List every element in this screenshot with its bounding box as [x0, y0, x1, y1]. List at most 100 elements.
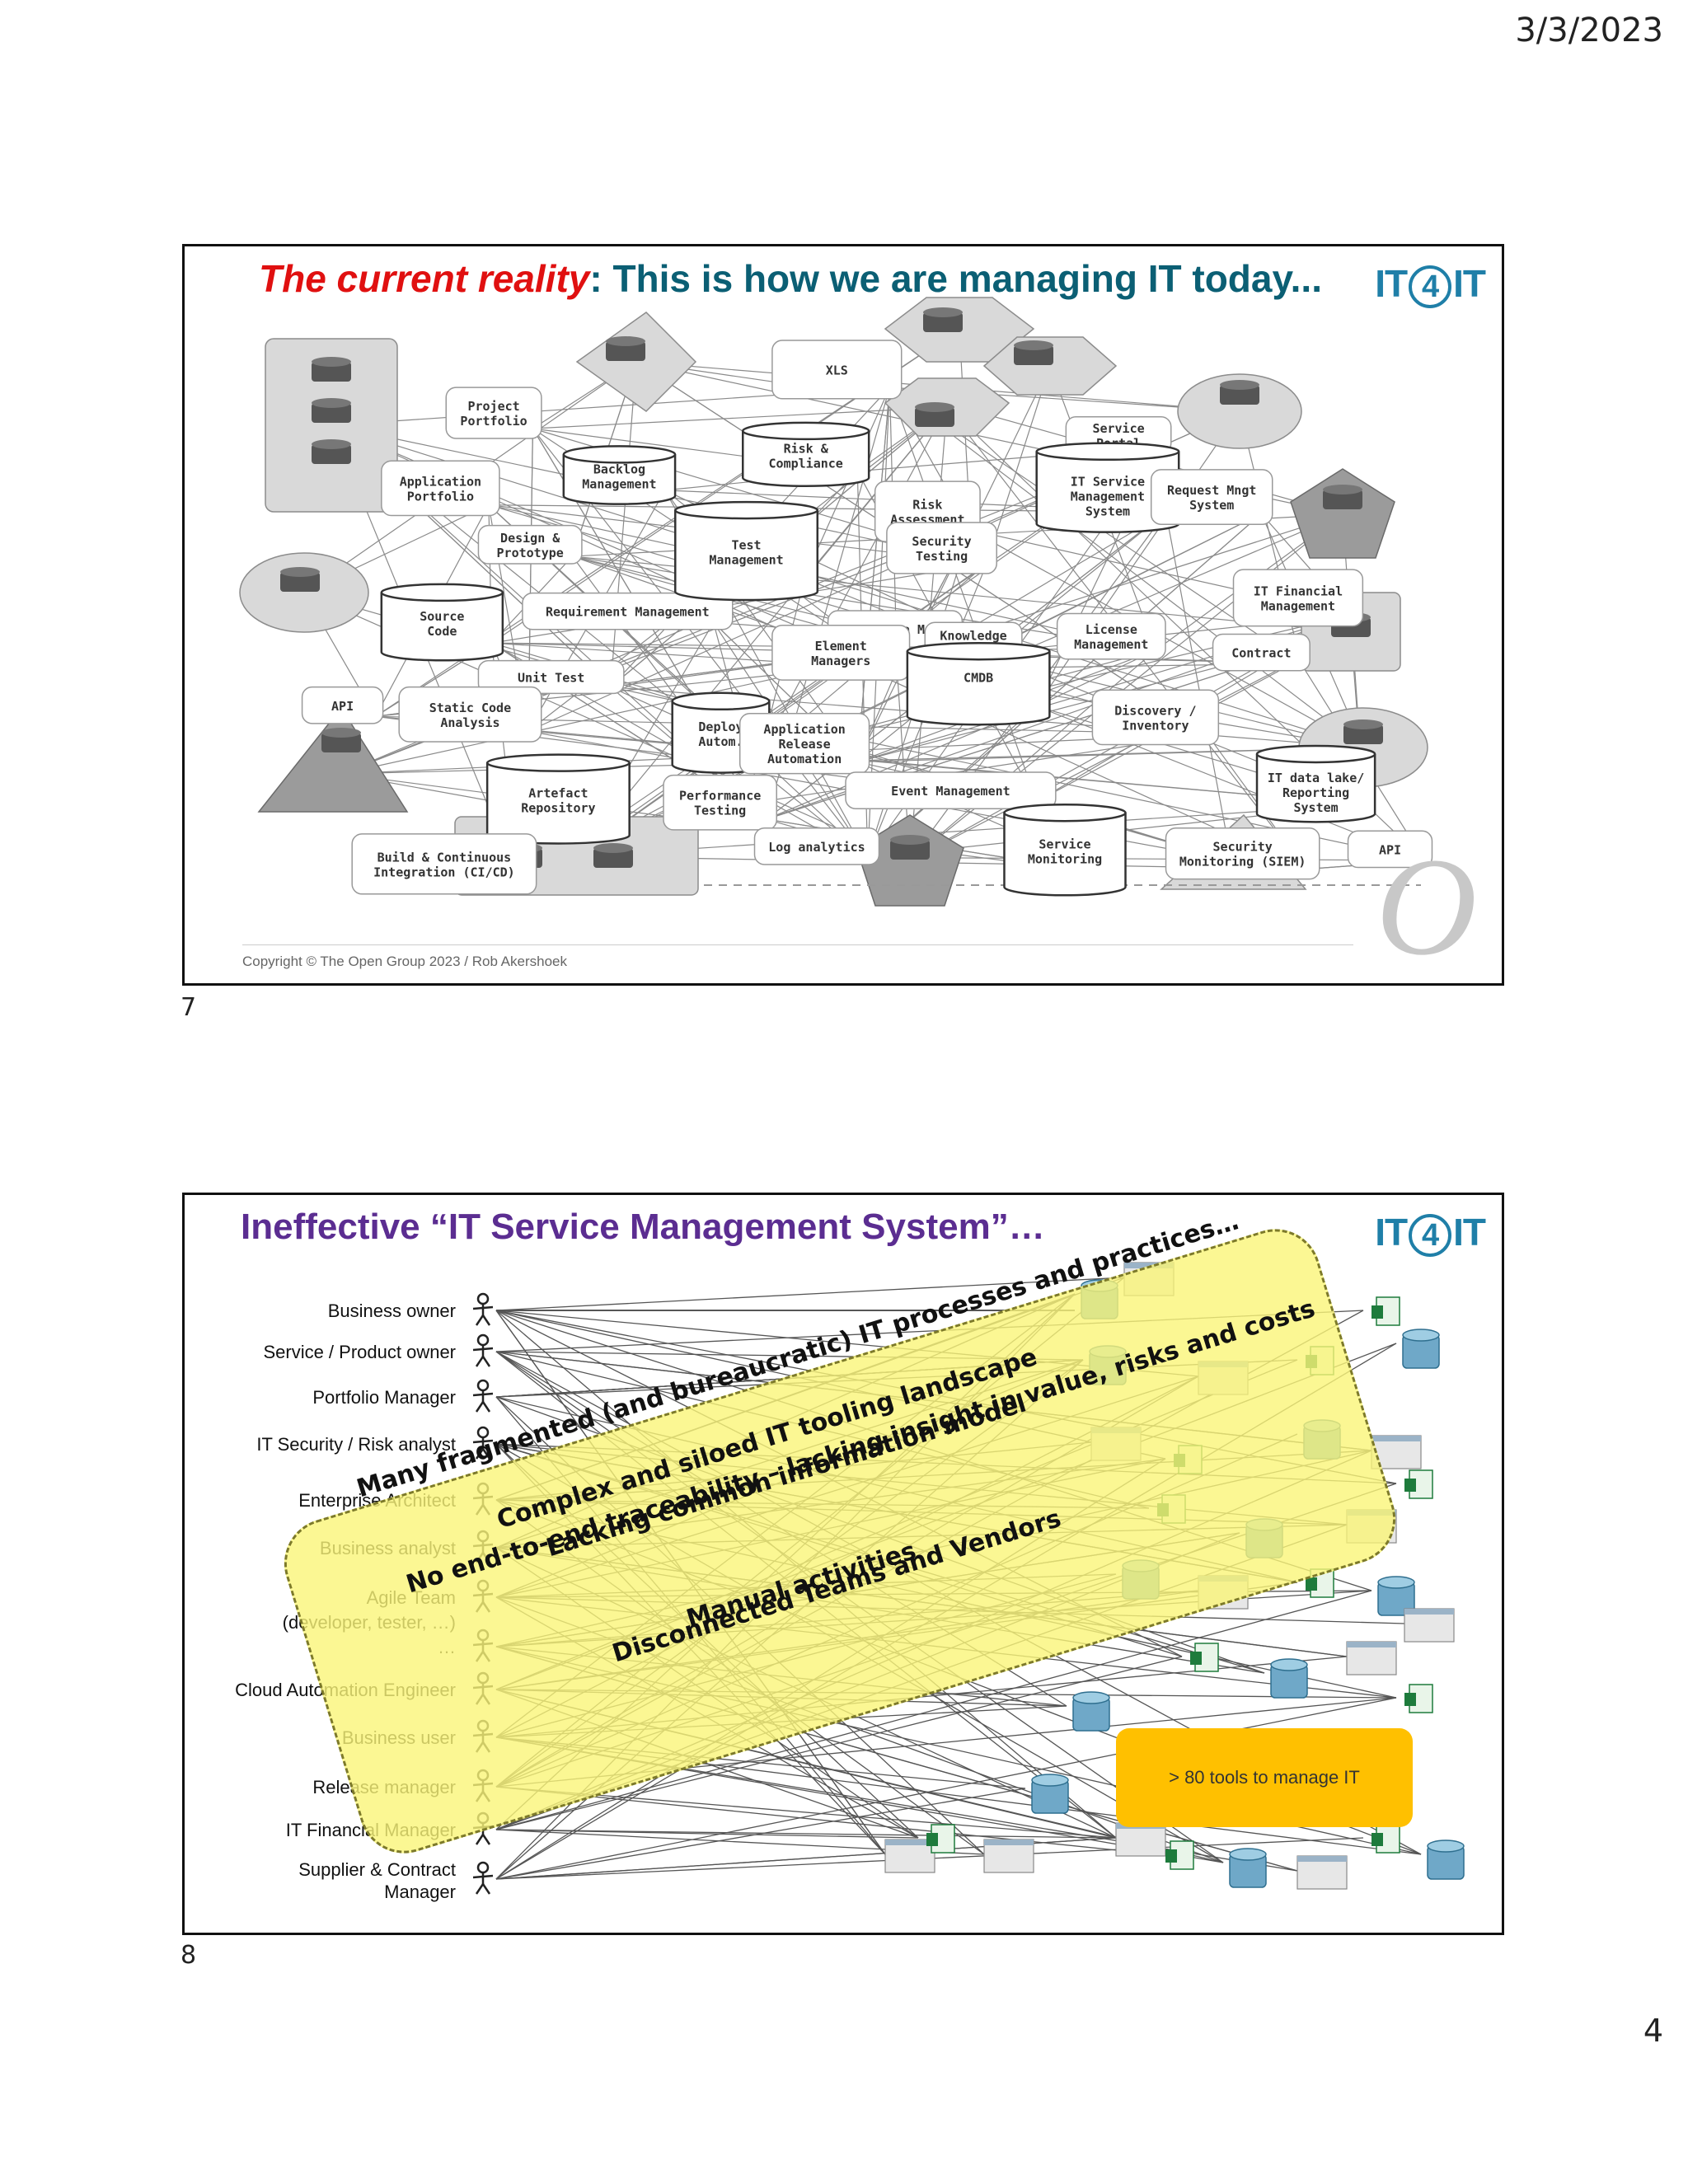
- svg-text:Integration (CI/CD): Integration (CI/CD): [373, 865, 515, 879]
- svg-text:System: System: [1189, 498, 1234, 513]
- svg-text:Static Code: Static Code: [429, 701, 511, 715]
- svg-text:Release: Release: [778, 737, 830, 752]
- node-api-right: API: [1347, 830, 1433, 869]
- title-rest: : This is how we are managing IT today..…: [589, 257, 1322, 300]
- tool-icon: [1427, 1840, 1465, 1880]
- svg-text:Management: Management: [1261, 598, 1335, 613]
- tool-icon: [1346, 1641, 1397, 1675]
- svg-text:Artefact: Artefact: [528, 786, 588, 801]
- database-icon: [1343, 719, 1383, 744]
- node-risk-compliance: Risk &Compliance: [741, 421, 870, 488]
- tool-icon: [1115, 1822, 1166, 1857]
- svg-text:Management: Management: [1074, 637, 1148, 652]
- copyright: Copyright © The Open Group 2023 / Rob Ak…: [242, 954, 567, 969]
- svg-text:Element: Element: [815, 639, 867, 654]
- tool-icon: [1404, 1608, 1455, 1643]
- database-icon: [312, 357, 351, 382]
- node-log-analytics: Log analytics: [753, 827, 880, 865]
- svg-text:Management: Management: [1071, 490, 1145, 504]
- svg-text:Analysis: Analysis: [440, 715, 499, 730]
- role-label: Manager: [384, 1882, 456, 1902]
- ellipse-shape: [1177, 373, 1302, 449]
- tool-icon: [1270, 1658, 1308, 1699]
- tool-icon: [926, 1824, 955, 1854]
- slide-ineffective-itsm: Ineffective “IT Service Management Syste…: [182, 1193, 1504, 1935]
- svg-text:Performance: Performance: [679, 789, 761, 804]
- svg-text:Testing: Testing: [694, 804, 746, 818]
- tool-icon: [1165, 1840, 1194, 1870]
- svg-text:Risk &: Risk &: [784, 441, 829, 456]
- svg-text:Portfolio: Portfolio: [407, 489, 474, 504]
- tool-icon: [1404, 1684, 1433, 1713]
- node-requirement-management: Requirement Management: [522, 592, 734, 630]
- role-label: Service / Product owner: [263, 1342, 456, 1362]
- diamond-shape: [575, 312, 697, 412]
- svg-text:Service: Service: [1039, 837, 1090, 851]
- svg-text:API: API: [1379, 842, 1401, 857]
- node-contract: Contract: [1212, 633, 1311, 672]
- database-icon: [1323, 485, 1362, 509]
- tool-icon: [1190, 1643, 1219, 1672]
- database-icon: [312, 439, 351, 464]
- triangle-shape: [257, 706, 409, 813]
- svg-text:Test: Test: [731, 538, 761, 553]
- title-highlight: The current reality: [259, 257, 590, 300]
- node-cmdb: CMDB: [906, 641, 1051, 726]
- tool-icon: [1404, 1469, 1433, 1499]
- svg-text:Portfolio: Portfolio: [460, 414, 527, 429]
- database-icon: [923, 307, 963, 332]
- svg-text:License: License: [1085, 622, 1137, 637]
- ellipse-shape-2: [239, 552, 369, 633]
- svg-text:Discovery /: Discovery /: [1114, 703, 1196, 718]
- svg-text:Source: Source: [420, 609, 464, 624]
- open-group-logo: O: [1376, 829, 1477, 984]
- svg-text:Project: Project: [467, 399, 519, 414]
- node-unit-test: Unit Test: [477, 659, 625, 695]
- svg-text:IT Service: IT Service: [1071, 475, 1145, 490]
- node-discovery-inventory: Discovery /Inventory: [1091, 689, 1220, 746]
- svg-text:Compliance: Compliance: [769, 456, 843, 471]
- svg-text:Automation: Automation: [767, 752, 842, 766]
- svg-text:Event Management: Event Management: [891, 784, 1010, 799]
- svg-text:IT Financial: IT Financial: [1254, 583, 1343, 598]
- svg-text:IT data lake/: IT data lake/: [1268, 771, 1364, 785]
- tool-icon: [1031, 1774, 1069, 1814]
- role-label: Supplier & Contract: [298, 1859, 456, 1880]
- svg-text:Unit Test: Unit Test: [518, 670, 584, 685]
- tools-count-callout: > 80 tools to manage IT: [1116, 1728, 1413, 1827]
- svg-text:System: System: [1293, 800, 1338, 815]
- page-number: 4: [1643, 2013, 1663, 2049]
- server-cluster-shape: [265, 338, 398, 513]
- svg-text:Inventory: Inventory: [1122, 718, 1189, 733]
- role-label: Business owner: [327, 1301, 456, 1321]
- svg-text:System: System: [1085, 504, 1130, 519]
- person-icon: [472, 1861, 494, 1895]
- slide-title-2: Ineffective “IT Service Management Syste…: [241, 1207, 1045, 1247]
- database-icon: [321, 728, 361, 752]
- svg-text:Monitoring (SIEM): Monitoring (SIEM): [1179, 855, 1306, 869]
- svg-text:Request Mngt: Request Mngt: [1167, 483, 1256, 498]
- node-api-left: API: [301, 686, 384, 724]
- database-icon: [593, 843, 633, 868]
- svg-text:Repository: Repository: [521, 801, 595, 816]
- database-icon: [915, 402, 954, 427]
- svg-text:Requirement Management: Requirement Management: [546, 605, 710, 620]
- node-xls: XLS: [771, 340, 903, 400]
- database-icon: [890, 835, 930, 860]
- tool-icon: [1296, 1855, 1348, 1890]
- svg-text:Application: Application: [763, 722, 845, 737]
- role-label: IT Security / Risk analyst: [256, 1434, 456, 1455]
- svg-text:Build & Continuous: Build & Continuous: [377, 850, 512, 865]
